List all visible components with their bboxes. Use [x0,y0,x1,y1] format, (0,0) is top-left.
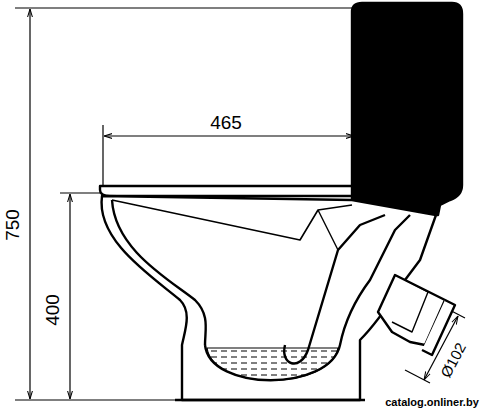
watermark: catalog.onliner.by [384,397,480,408]
dimension-value: 750 [3,208,22,242]
dimension-value: 465 [209,113,243,132]
toilet-body [100,3,462,400]
dimension-value: 400 [43,293,62,327]
